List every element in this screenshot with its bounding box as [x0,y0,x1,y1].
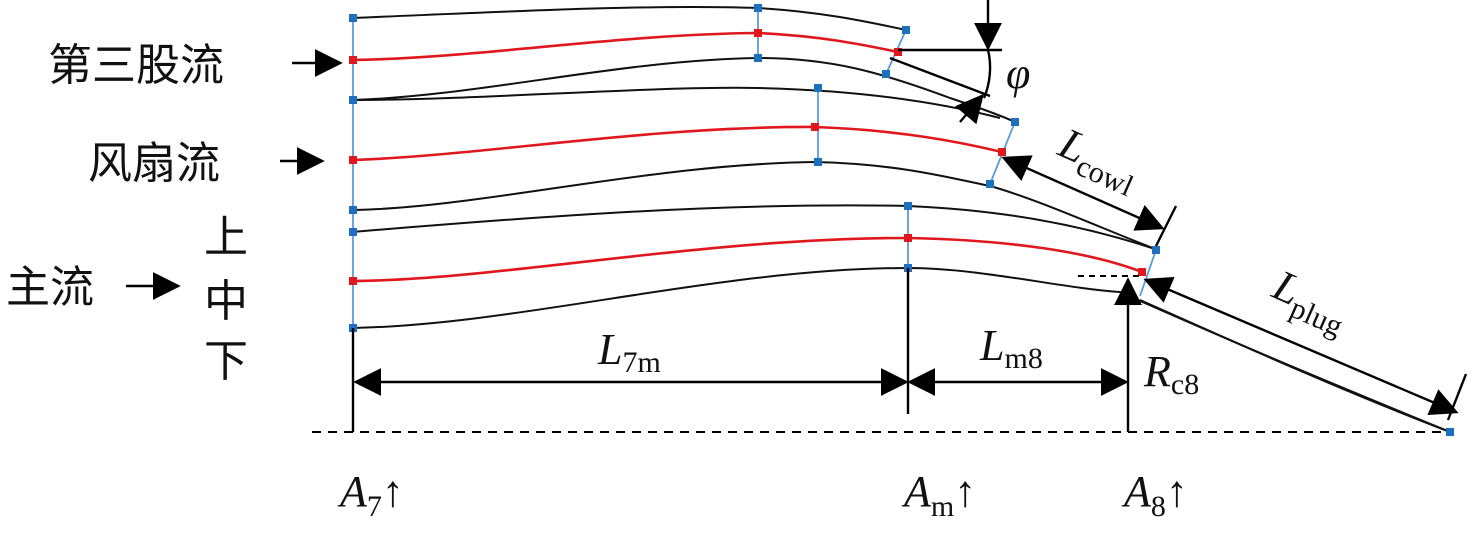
position-middle-label: 中 [204,276,248,327]
third-stream-label: 第三股流 [48,40,224,91]
l-plug-label: Lplug [1262,260,1357,343]
position-upper-label: 上 [204,212,248,263]
l-plug-dimension [1143,276,1459,416]
a8-station-label: A8↑ [1121,467,1188,523]
phi-arc [982,49,992,99]
core-stream-midline [351,236,1143,283]
a7-station-label: A7↑ [337,467,404,523]
l-7m-label: L7m [597,325,661,379]
position-lower-label: 下 [204,336,248,387]
r-c8-label: Rc8 [1143,347,1199,401]
phi-bottom-arrow [955,93,984,125]
core-stream-label: 主流 [6,262,94,313]
l-cowl-dimension [1001,155,1165,231]
red-points [349,29,1146,285]
l-cowl-tick [1154,205,1178,247]
l-cowl-label: Lcowl [1048,118,1147,203]
l-m8-label: Lm8 [979,321,1043,375]
third-stream-midline [351,31,899,62]
fan-stream-midline [351,125,1003,162]
phi-slope-line [889,56,991,98]
third-stream-upper-wall [351,5,907,31]
fan-stream-upper-wall [351,86,1001,119]
phi-label: φ [1006,49,1030,98]
am-station-label: Am↑ [901,467,976,523]
fan-stream-label: 风扇流 [88,138,220,189]
station-core-exit-line [1139,249,1157,297]
l-plug-tick [1446,373,1468,421]
